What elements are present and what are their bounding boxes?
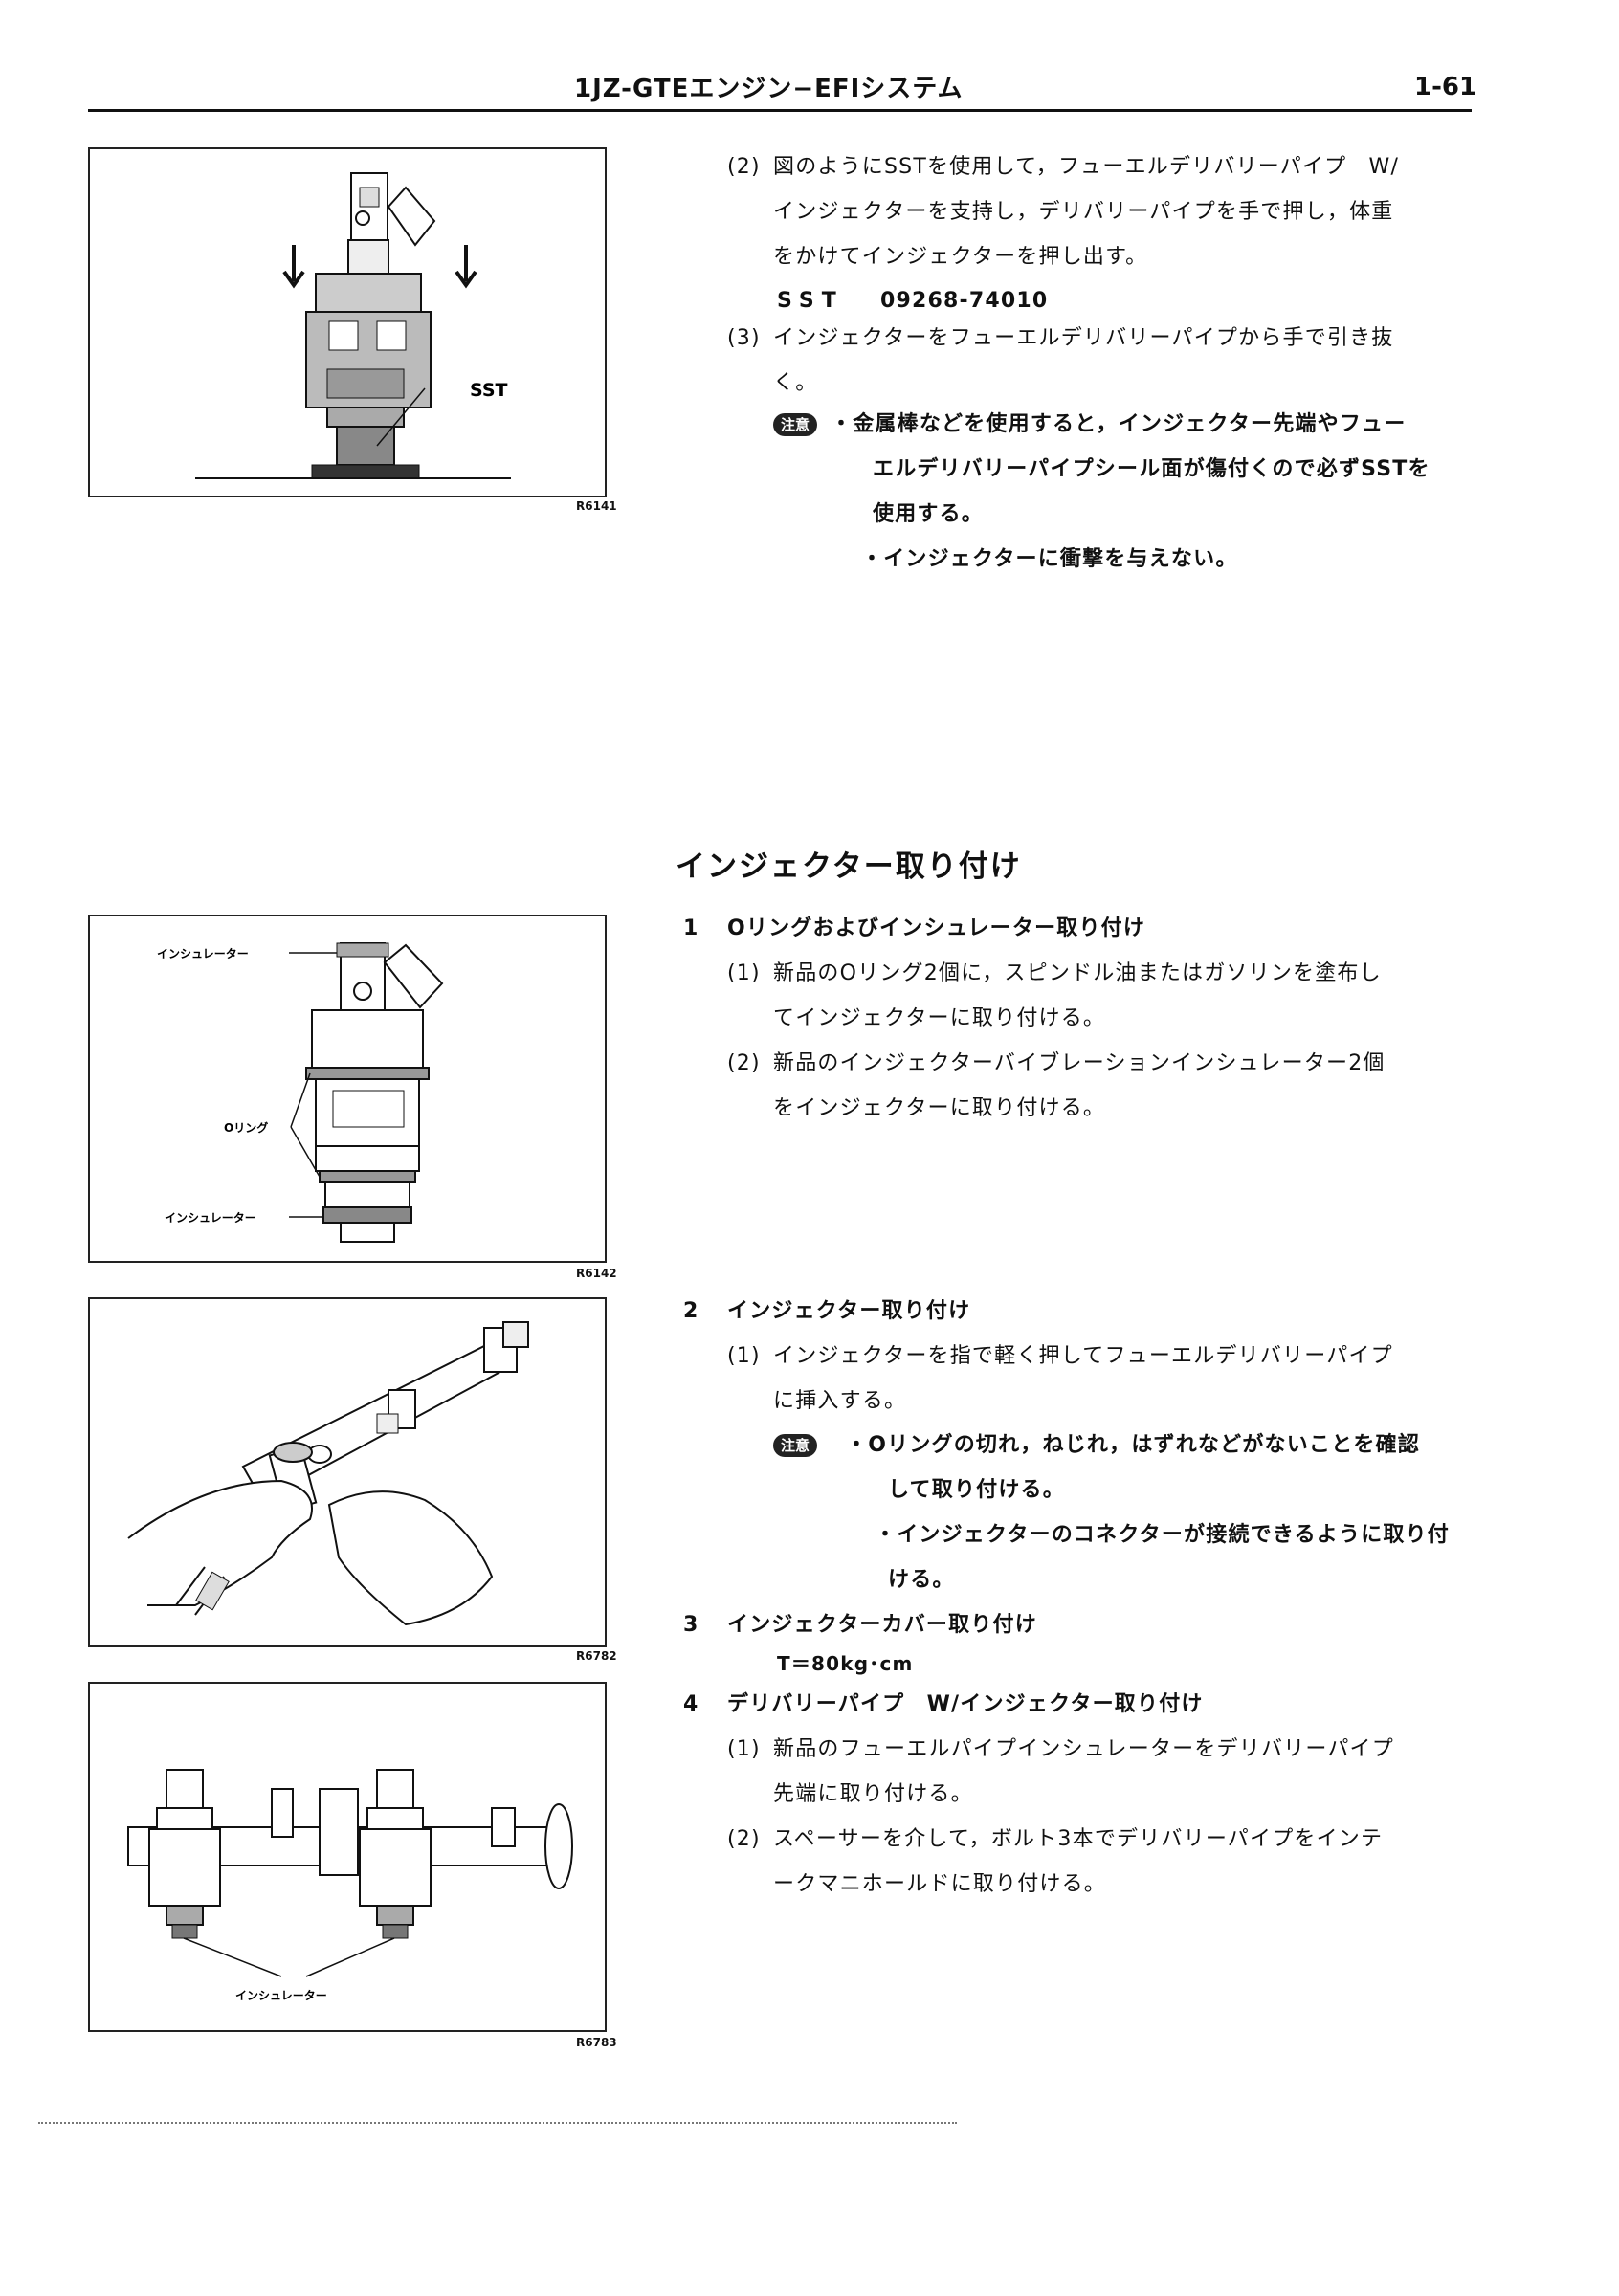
caution-text-line: して取り付ける。: [888, 1478, 1065, 1502]
step-number: (2): [727, 1827, 761, 1851]
page-header-title: 1JZ-GTEエンジン−EFIシステム: [574, 75, 964, 103]
figure-oring-insulator: インシュレーター Oリング インシュレーター: [88, 915, 607, 1263]
step-number: 1: [683, 916, 699, 940]
sst-label: SST: [470, 380, 508, 401]
injector-sst-drawing: SST: [195, 172, 511, 479]
caution-2: ・インジェクターに衝撃を与えない。: [861, 547, 1238, 571]
step-number: (2): [727, 155, 761, 179]
torque-spec: T＝80kg･cm: [777, 1652, 914, 1675]
delivery-pipe-drawing: インシュレーター: [127, 1769, 573, 2002]
step-text-line: 先端に取り付ける。: [773, 1782, 973, 1806]
figure-id: R6783: [576, 2036, 617, 2049]
page-number: 1-61: [1414, 73, 1477, 101]
caution-3: 注意 ・Oリングの切れ，ねじれ，はずれなどがないことを確認: [773, 1423, 1420, 1468]
step-text: 新品のOリング2個に，スピンドル油またはガソリンを塗布し: [773, 961, 1382, 985]
step-text-line: をインジェクターに取り付ける。: [773, 1096, 1106, 1120]
install-step-4-1: (1) 新品のフューエルパイプインシュレーターをデリバリーパイプ: [727, 1727, 1394, 1772]
caution-text-line: エルデリバリーパイプシール面が傷付くので必ずSSTを: [873, 457, 1430, 481]
figure-id: R6142: [576, 1267, 617, 1280]
insulator-label: インシュレーター: [235, 1989, 327, 2002]
install-step-1-2: (2) 新品のインジェクターバイブレーションインシュレーター2個: [727, 1041, 1386, 1086]
figure-id: R6782: [576, 1649, 617, 1663]
step-text: 図のようにSSTを使用して，フューエルデリバリーパイプ W/: [773, 155, 1400, 179]
step-text-line: をかけてインジェクターを押し出す。: [773, 245, 1148, 269]
step-text: 新品のインジェクターバイブレーションインシュレーター2個: [773, 1051, 1386, 1075]
step-number: (1): [727, 961, 761, 985]
step-title: デリバリーパイプ W/インジェクター取り付け: [727, 1692, 1204, 1716]
caution-badge: 注意: [773, 413, 818, 436]
step-text: 新品のフューエルパイプインシュレーターをデリバリーパイプ: [773, 1737, 1394, 1761]
injector-oring-drawing: インシュレーター Oリング インシュレーター: [157, 942, 444, 1243]
injector-left: [148, 1769, 221, 1939]
install-step-3: 3 インジェクターカバー取り付け: [683, 1602, 1037, 1647]
caution-1: 注意・金属棒などを使用すると，インジェクター先端やフュー: [773, 402, 1406, 447]
figure-id: R6141: [576, 499, 617, 513]
step-text: インジェクターを指で軽く押してフューエルデリバリーパイプ: [773, 1344, 1393, 1368]
section-heading: インジェクター取り付け: [676, 850, 1022, 884]
step-title: Oリングおよびインシュレーター取り付け: [727, 916, 1146, 940]
step-title: インジェクターカバー取り付け: [727, 1613, 1037, 1637]
step-number: (1): [727, 1344, 761, 1368]
caution-text-line: 使用する。: [873, 502, 985, 526]
step-text-line: に挿入する。: [773, 1389, 907, 1413]
caution-4: ・インジェクターのコネクターが接続できるように取り付: [875, 1523, 1451, 1547]
hands-insertion-drawing: [127, 1321, 529, 1626]
install-step-1: 1 Oリングおよびインシュレーター取り付け: [683, 906, 1145, 951]
caution-badge: 注意: [773, 1434, 818, 1457]
sst-label: SST: [777, 289, 844, 313]
bottom-dotted-rule: [38, 2122, 957, 2124]
install-step-2: 2 インジェクター取り付け: [683, 1289, 970, 1334]
step-text-line: く。: [773, 371, 818, 395]
step-text-line: てインジェクターに取り付ける。: [773, 1006, 1106, 1030]
figure-injector-insertion: [88, 1297, 607, 1647]
step-number: (1): [727, 1737, 761, 1761]
install-step-1-1: (1) 新品のOリング2個に，スピンドル油またはガソリンを塗布し: [727, 951, 1382, 996]
caution-text: ・Oリングの切れ，ねじれ，はずれなどがないことを確認: [846, 1433, 1420, 1457]
caution-text: ・金属棒などを使用すると，インジェクター先端やフュー: [831, 412, 1407, 436]
figure-sst-injector: SST: [88, 147, 607, 497]
caution-text-line: ける。: [888, 1568, 955, 1592]
removal-step-3: (3) インジェクターをフューエルデリバリーパイプから手で引き抜: [727, 316, 1394, 361]
step-text: スペーサーを介して，ボルト3本でデリバリーパイプをインテ: [773, 1827, 1384, 1851]
removal-step-2: (2) 図のようにSSTを使用して，フューエルデリバリーパイプ W/: [727, 144, 1399, 189]
step-text: インジェクターをフューエルデリバリーパイプから手で引き抜: [773, 326, 1394, 350]
step-number: (2): [727, 1051, 761, 1075]
insulator-bottom-label: インシュレーター: [165, 1211, 256, 1225]
install-step-4: 4 デリバリーパイプ W/インジェクター取り付け: [683, 1682, 1204, 1727]
step-number: 3: [683, 1613, 699, 1637]
sst-line: SST 09268-74010: [777, 278, 1048, 323]
step-number: 4: [683, 1692, 699, 1716]
step-number: 2: [683, 1299, 699, 1323]
step-text-line: インジェクターを支持し，デリバリーパイプを手で押し，体重: [773, 200, 1394, 224]
injector-right: [359, 1769, 432, 1939]
step-number: (3): [727, 326, 761, 350]
install-step-4-2: (2) スペーサーを介して，ボルト3本でデリバリーパイプをインテ: [727, 1817, 1383, 1862]
step-text-line: ークマニホールドに取り付ける。: [773, 1872, 1107, 1896]
step-title: インジェクター取り付け: [727, 1299, 971, 1323]
insulator-top-label: インシュレーター: [157, 947, 249, 960]
figure-delivery-pipe: インシュレーター: [88, 1682, 607, 2032]
sst-number: 09268-74010: [880, 289, 1049, 313]
oring-label: Oリング: [224, 1120, 268, 1135]
install-step-2-1: (1) インジェクターを指で軽く押してフューエルデリバリーパイプ: [727, 1334, 1393, 1379]
header-rule: [88, 109, 1472, 112]
